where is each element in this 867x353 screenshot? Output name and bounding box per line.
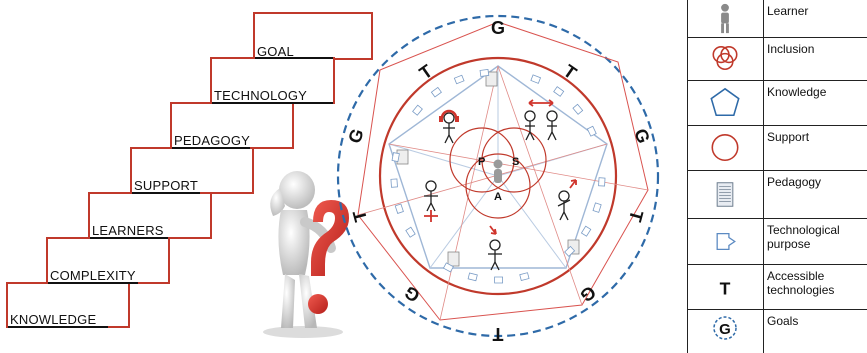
stair-underline (132, 192, 200, 194)
technological-purpose-box (530, 74, 542, 84)
legend-label-accessible-technologies: Accessible technologies (767, 269, 835, 297)
technological-purpose-box (467, 272, 478, 282)
legend-divider (763, 0, 764, 353)
technological-purpose-box (405, 226, 416, 238)
technological-purpose-box (442, 262, 454, 273)
legend-row-goals: G Goals (687, 310, 867, 353)
goal-letter: G (401, 282, 424, 306)
technological-purpose-icons (390, 68, 606, 284)
legend-label-inclusion: Inclusion (767, 42, 815, 56)
tech-letter: T (493, 324, 504, 344)
stair-step-learners: LEARNERS (88, 192, 212, 239)
inclusive-education-diagram: P S A (336, 14, 660, 344)
learner-reaching-icon (557, 179, 577, 221)
legend-row-technological-purpose: Technological purpose (687, 219, 867, 265)
thinking-person-with-question-mark-icon (263, 171, 349, 338)
legend-row-pedagogy: Pedagogy (687, 171, 867, 219)
outer-heptagon (357, 21, 649, 321)
support-circle-icon (711, 134, 739, 162)
legend-label-knowledge: Knowledge (767, 85, 827, 99)
technological-purpose-box (412, 104, 423, 116)
stair-label-knowledge: KNOWLEDGE (10, 312, 97, 327)
stair-label-goal: GOAL (257, 44, 294, 59)
venn-label-s: S (512, 156, 519, 168)
technological-purpose-box (479, 68, 490, 77)
stair-label-support: SUPPORT (134, 178, 199, 193)
technological-purpose-box (494, 276, 504, 284)
goals-icon: G (713, 316, 737, 340)
goals-glyph: G (719, 321, 731, 338)
accessible-technologies-icon: T (720, 278, 731, 298)
goals-ring (336, 14, 660, 338)
tech-letter: T (349, 208, 371, 224)
stair-label-complexity: COMPLEXITY (50, 268, 136, 283)
legend-label-technological-purpose: Technological purpose (767, 223, 840, 251)
technological-purpose-box (580, 225, 592, 237)
legend-row-knowledge: Knowledge (687, 81, 867, 126)
stair-underline (212, 102, 333, 104)
stair-step-goal: GOAL (253, 12, 373, 60)
stair-step-pedagogy: PEDAGOGY (170, 102, 294, 149)
legend-label-goals: Goals (767, 314, 799, 328)
goal-letter: G (344, 126, 368, 146)
legend-label-support: Support (767, 130, 810, 144)
inclusion-venn (449, 127, 547, 219)
technological-purpose-box (430, 86, 442, 98)
learner-standing-icon (488, 225, 502, 271)
knowledge-pentagon-icon (710, 87, 740, 117)
center-learner-icon (493, 159, 503, 183)
stair-step-support: SUPPORT (130, 147, 254, 194)
technological-purpose-box (519, 272, 530, 282)
legend-row-support: Support (687, 126, 867, 171)
stair-underline (48, 282, 138, 284)
pedagogy-document-icon (716, 182, 734, 207)
technological-purpose-box (586, 125, 597, 137)
technological-purpose-box (553, 86, 565, 97)
technological-purpose-box (391, 152, 400, 163)
inclusion-icon (712, 46, 738, 71)
technological-purpose-box (453, 74, 465, 85)
goal-letter: G (630, 126, 654, 146)
stair-step-complexity: COMPLEXITY (46, 237, 170, 284)
venn-label-a: A (494, 191, 502, 203)
technological-purpose-box (564, 245, 576, 257)
stair-underline (255, 57, 333, 59)
learner-with-headphones-icon (439, 109, 459, 144)
stair-step-knowledge: KNOWLEDGE (6, 282, 130, 328)
pedagogy-document-icon (396, 71, 580, 267)
stair-step-technology: TECHNOLOGY (210, 57, 335, 104)
tech-letter: T (560, 61, 580, 84)
legend: Learner Inclusion Knowledge Support (687, 0, 867, 353)
learners-pair-icon (524, 99, 558, 141)
stair-underline (8, 326, 108, 328)
technological-purpose-box (592, 202, 602, 213)
technological-purpose-box (394, 203, 404, 214)
stair-label-technology: TECHNOLOGY (214, 88, 308, 103)
learner-with-arrows-icon (424, 180, 438, 222)
legend-row-learner: Learner (687, 0, 867, 38)
legend-border (687, 0, 688, 353)
tech-letter: T (416, 61, 436, 84)
technological-purpose-box (390, 178, 398, 188)
stair-label-pedagogy: PEDAGOGY (174, 133, 251, 148)
legend-row-inclusion: Inclusion (687, 38, 867, 81)
stair-label-learners: LEARNERS (92, 223, 164, 238)
technological-purpose-icon (716, 233, 736, 250)
legend-label-pedagogy: Pedagogy (767, 175, 822, 189)
tech-letter: T (625, 208, 647, 224)
stair-underline (172, 147, 250, 149)
support-circle (378, 56, 618, 296)
goal-letter: G (491, 18, 505, 38)
accessible-technologies-glyph: T (720, 278, 731, 298)
legend-row-accessible-technologies: T Accessible technologies (687, 265, 867, 310)
legend-label-learner: Learner (767, 4, 809, 18)
stair-underline (90, 237, 168, 239)
technological-purpose-box (598, 177, 606, 187)
learner-icon (721, 3, 729, 34)
technological-purpose-box (572, 103, 584, 115)
venn-label-p: P (478, 156, 485, 168)
